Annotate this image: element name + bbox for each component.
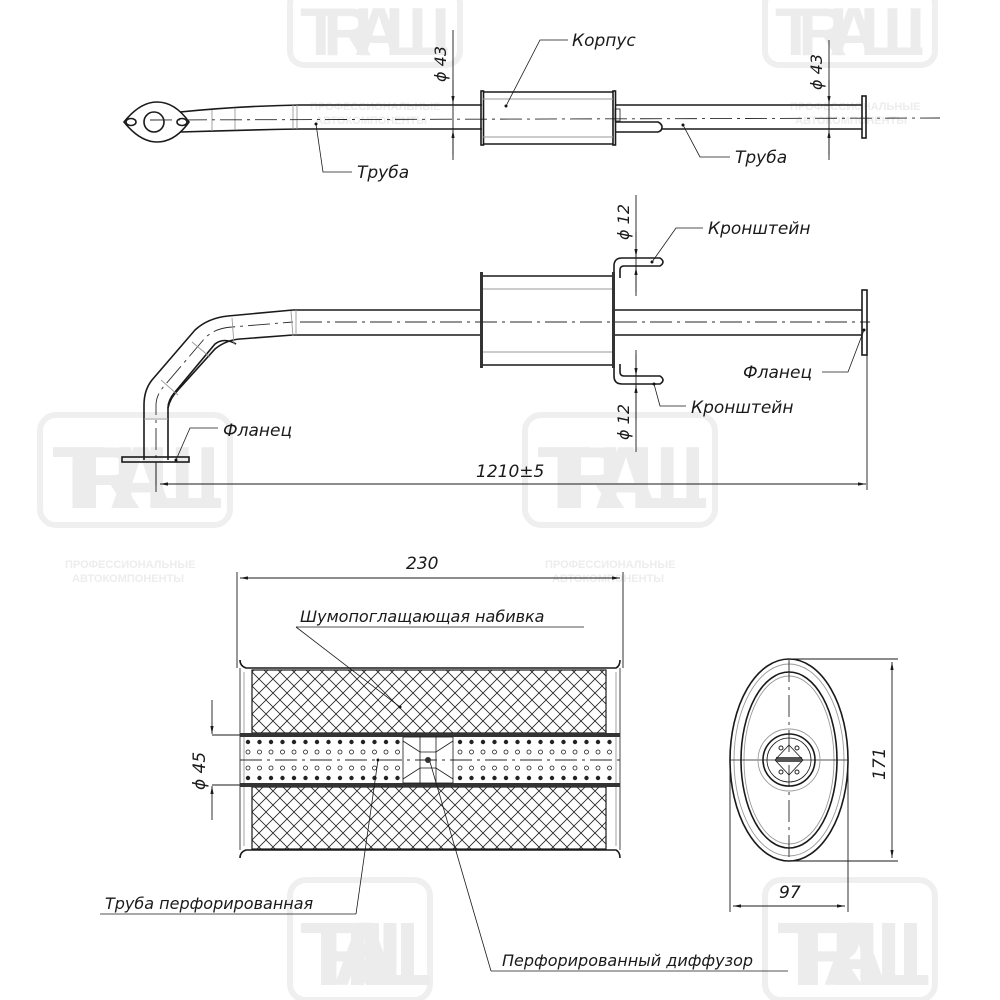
watermark-logo: TRIALLI xyxy=(522,412,718,528)
dimension-height: 171 xyxy=(789,658,898,862)
inlet-flange-side xyxy=(121,456,190,463)
dimension-inner-pipe-diameter: ϕ 45 xyxy=(190,700,240,820)
perforated-pipe xyxy=(240,733,622,787)
perforation-holes xyxy=(245,739,612,781)
top-view: ϕ 43 ϕ 43 Корпус Труба Труба xyxy=(122,30,941,183)
svg-text:ϕ 12: ϕ 12 xyxy=(614,204,633,240)
section-view: 230 xyxy=(100,554,788,972)
outlet-flange-side xyxy=(861,289,868,356)
svg-text:ϕ 43: ϕ 43 xyxy=(807,54,826,90)
callout-flange-right: Фланец xyxy=(743,328,866,383)
callout-flange-left: Фланец xyxy=(174,421,292,462)
callout-bracket-bottom: Кронштейн xyxy=(652,382,793,418)
dimension-phi43-right: ϕ 43 xyxy=(807,40,831,160)
svg-text:TRIALLI: TRIALLI xyxy=(52,428,224,527)
watermark-logo: TRIALLI xyxy=(762,0,938,70)
svg-text:ПРОФЕССИОНАЛЬНЫЕ: ПРОФЕССИОНАЛЬНЫЕ xyxy=(310,101,440,113)
dimension-phi12-top: ϕ 12 xyxy=(614,195,638,296)
watermark-logo: TRIALLI xyxy=(287,0,463,70)
bracket-top xyxy=(613,257,664,278)
svg-text:Труба перфорированная: Труба перфорированная xyxy=(105,894,314,913)
svg-text:171: 171 xyxy=(870,748,890,780)
svg-text:Труба: Труба xyxy=(357,163,409,183)
svg-text:230: 230 xyxy=(406,554,438,574)
pipe-end-detail xyxy=(757,728,821,792)
svg-text:Труба: Труба xyxy=(735,148,787,168)
dimension-width: 97 xyxy=(729,760,849,912)
callout-bracket-top: Кронштейн xyxy=(650,219,810,264)
svg-text:АВТОКОМПОНЕНТЫ: АВТОКОМПОНЕНТЫ xyxy=(795,115,907,127)
dimension-phi43-left: ϕ 43 xyxy=(431,30,455,160)
callout-pipe-right: Труба xyxy=(681,123,787,168)
watermark-logo: TRIALLI xyxy=(287,877,433,1000)
svg-text:TRIALLI: TRIALLI xyxy=(537,428,709,527)
svg-text:Кронштейн: Кронштейн xyxy=(691,398,793,418)
svg-text:Корпус: Корпус xyxy=(572,31,636,51)
watermark-logo: TRIALLI xyxy=(762,877,938,1000)
callout-pipe-left: Труба xyxy=(314,122,409,183)
svg-text:Шумопоглащающая набивка: Шумопоглащающая набивка xyxy=(300,607,544,626)
svg-text:Фланец: Фланец xyxy=(743,363,812,383)
callout-perforated-pipe: Труба перфорированная xyxy=(100,758,380,915)
dimension-overall-length: 1210±5 xyxy=(155,355,868,492)
bent-inlet-pipe xyxy=(143,309,480,485)
svg-text:АВТОКОМПОНЕНТЫ: АВТОКОМПОНЕНТЫ xyxy=(552,573,664,585)
svg-text:TRIALLI: TRIALLI xyxy=(775,0,925,70)
packing-upper xyxy=(251,669,607,734)
callout-packing: Шумопоглащающая набивка xyxy=(295,607,584,709)
packing-lower xyxy=(251,786,607,850)
svg-text:TRIALLI: TRIALLI xyxy=(300,905,432,1000)
muffler-body-top xyxy=(480,90,617,146)
callout-body: Корпус xyxy=(504,31,636,108)
svg-text:ПРОФЕССИОНАЛЬНЫЕ: ПРОФЕССИОНАЛЬНЫЕ xyxy=(65,559,195,571)
inlet-flange-top xyxy=(122,101,190,143)
svg-text:1210±5: 1210±5 xyxy=(476,462,544,482)
dimension-phi12-bottom: ϕ 12 xyxy=(614,350,638,452)
dimension-body-length: 230 xyxy=(236,554,624,668)
perforated-diffuser xyxy=(402,736,454,784)
side-view: ϕ 12 ϕ 12 Кронштейн Кронштейн Фланец Ф xyxy=(121,195,870,492)
svg-text:97: 97 xyxy=(779,883,801,903)
svg-text:ϕ 12: ϕ 12 xyxy=(614,404,633,440)
svg-text:ПРОФЕССИОНАЛЬНЫЕ: ПРОФЕССИОНАЛЬНЫЕ xyxy=(545,559,675,571)
svg-text:АВТОКОМПОНЕНТЫ: АВТОКОМПОНЕНТЫ xyxy=(315,115,427,127)
bracket-bottom xyxy=(613,364,664,385)
svg-text:Фланец: Фланец xyxy=(223,421,292,441)
svg-text:ПРОФЕССИОНАЛЬНЫЕ: ПРОФЕССИОНАЛЬНЫЕ xyxy=(790,101,920,113)
watermarks: TRIALLI TRIALLI TRIALLI TRIALLI TRIALLI … xyxy=(37,0,938,1000)
svg-text:Кронштейн: Кронштейн xyxy=(708,219,810,239)
svg-text:TRIALLI: TRIALLI xyxy=(300,0,450,70)
svg-text:АВТОКОМПОНЕНТЫ: АВТОКОМПОНЕНТЫ xyxy=(72,573,184,585)
callout-perforated-diffuser: Перфорированный диффузор xyxy=(429,761,788,972)
svg-text:ϕ 43: ϕ 43 xyxy=(431,46,450,82)
svg-text:Перфорированный диффузор: Перфорированный диффузор xyxy=(502,951,753,970)
end-view: 171 97 xyxy=(729,658,898,912)
svg-text:ϕ 45: ϕ 45 xyxy=(190,752,210,790)
muffler-body-side xyxy=(480,272,615,368)
watermark-logo: TRIALLI xyxy=(37,412,233,528)
svg-text:TRIALLI: TRIALLI xyxy=(777,905,931,1000)
